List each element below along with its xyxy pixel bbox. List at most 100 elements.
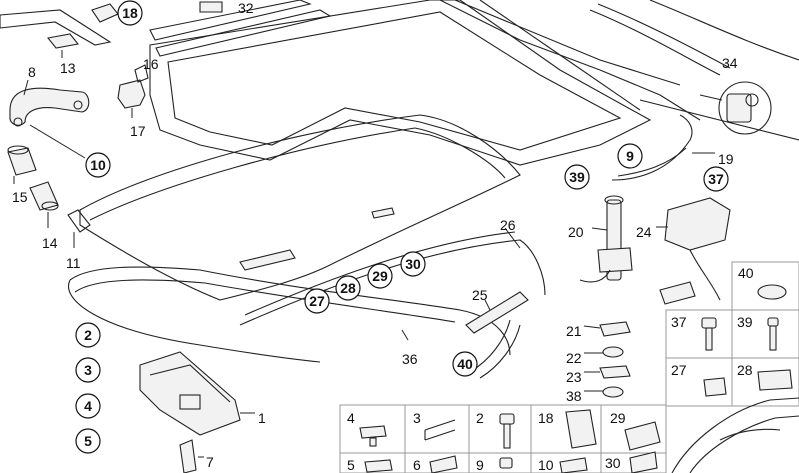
circled-label-3: 3 [75, 357, 101, 383]
cylinder-15 [7, 145, 37, 184]
circled-label-text: 18 [122, 5, 138, 21]
label-circle [564, 164, 590, 190]
label-circle [335, 275, 361, 301]
circled-label-text: 9 [626, 148, 634, 164]
label-circle [85, 152, 111, 178]
parts-grid-right [665, 261, 799, 407]
part-label-13: 13 [60, 60, 76, 76]
circled-label-text: 27 [309, 293, 325, 309]
circled-label-9: 9 [617, 143, 643, 169]
grid-label-30: 30 [605, 455, 621, 471]
grid-label-28: 28 [737, 362, 753, 378]
label-circle [75, 428, 101, 454]
plug-14 [29, 181, 59, 228]
label-circle [367, 263, 393, 289]
grid-label-40: 40 [738, 265, 754, 281]
grid-label-29: 29 [610, 410, 626, 426]
circled-label-18: 18 [117, 0, 143, 26]
grid-label-37: 37 [671, 314, 687, 330]
circled-label-text: 30 [405, 256, 421, 272]
bracket-24 [656, 197, 731, 305]
label-circle [400, 251, 426, 277]
label-circle [75, 357, 101, 383]
circled-label-text: 40 [457, 356, 473, 372]
part-label-15: 15 [12, 189, 28, 205]
seal-rail-34 [589, 0, 799, 141]
label-circle [117, 0, 143, 26]
roof-headliner-upper [149, 0, 701, 166]
seal-detail-inset [699, 81, 772, 135]
part-label-36: 36 [402, 351, 418, 367]
grid-label-39: 39 [737, 314, 753, 330]
grid-label-9: 9 [476, 457, 484, 473]
label-circle [75, 322, 101, 348]
circled-label-29: 29 [367, 263, 393, 289]
rod-25 [465, 291, 529, 334]
part-label-24: 24 [636, 224, 652, 240]
label-circle [452, 351, 478, 377]
part-label-34: 34 [722, 55, 738, 71]
circled-label-text: 37 [708, 171, 724, 187]
part-label-32: 32 [238, 0, 254, 16]
part-label-8: 8 [28, 64, 36, 80]
part-label-21: 21 [566, 323, 582, 339]
part-label-23: 23 [566, 369, 582, 385]
car-silhouette [671, 397, 799, 473]
part-label-14: 14 [42, 235, 58, 251]
lock-mechanism-1 [139, 351, 255, 473]
part-label-19: 19 [718, 151, 734, 167]
washer-stack [583, 321, 631, 398]
part-label-17: 17 [130, 123, 146, 139]
grid-label-4: 4 [347, 410, 355, 426]
lamp-17 [117, 64, 149, 118]
part-label-1: 1 [258, 410, 266, 426]
part-label-11: 11 [66, 255, 81, 271]
circled-label-27: 27 [304, 288, 330, 314]
clip-13 [46, 33, 80, 58]
grid-label-27: 27 [671, 362, 687, 378]
part-label-26: 26 [500, 217, 516, 233]
grid-label-3: 3 [413, 410, 421, 426]
label-circle [304, 288, 330, 314]
circled-label-text: 28 [340, 280, 356, 296]
circled-label-text: 10 [90, 157, 106, 173]
grid-label-10: 10 [538, 457, 554, 473]
circled-label-28: 28 [335, 275, 361, 301]
grid-label-5: 5 [347, 457, 355, 473]
grid-label-18: 18 [538, 410, 554, 426]
circled-label-4: 4 [75, 393, 101, 419]
top-left-trim [0, 0, 332, 57]
circled-label-text: 3 [84, 362, 92, 378]
grid-label-2: 2 [476, 410, 484, 426]
circled-label-5: 5 [75, 428, 101, 454]
part-label-16: 16 [143, 56, 159, 72]
circled-label-text: 5 [84, 433, 92, 449]
grid-label-6: 6 [413, 457, 421, 473]
circled-label-10: 10 [85, 152, 111, 178]
circled-label-30: 30 [400, 251, 426, 277]
circled-label-text: 29 [372, 268, 388, 284]
roof-headliner-lower [67, 114, 521, 301]
part-label-38: 38 [566, 388, 582, 404]
parts-grid-bottom [339, 404, 667, 473]
circled-label-39: 39 [564, 164, 590, 190]
part-label-22: 22 [566, 350, 582, 366]
circled-label-text: 39 [569, 169, 585, 185]
circled-label-text: 4 [84, 398, 92, 414]
circled-label-37: 37 [703, 166, 729, 192]
grab-handle-8 [9, 79, 90, 127]
part-label-20: 20 [568, 224, 584, 240]
part-label-7: 7 [206, 454, 214, 470]
circled-label-text: 2 [84, 327, 92, 343]
label-circle [75, 393, 101, 419]
label-circle [703, 166, 729, 192]
grid-label-layer: 40 37 39 27 28 4 3 2 18 29 5 6 9 10 30 [347, 265, 754, 473]
cable-19 [611, 114, 715, 181]
lift-cylinder-20 [579, 195, 633, 283]
part-label-25: 25 [472, 287, 488, 303]
label-circle [617, 143, 643, 169]
circled-label-2: 2 [75, 322, 101, 348]
